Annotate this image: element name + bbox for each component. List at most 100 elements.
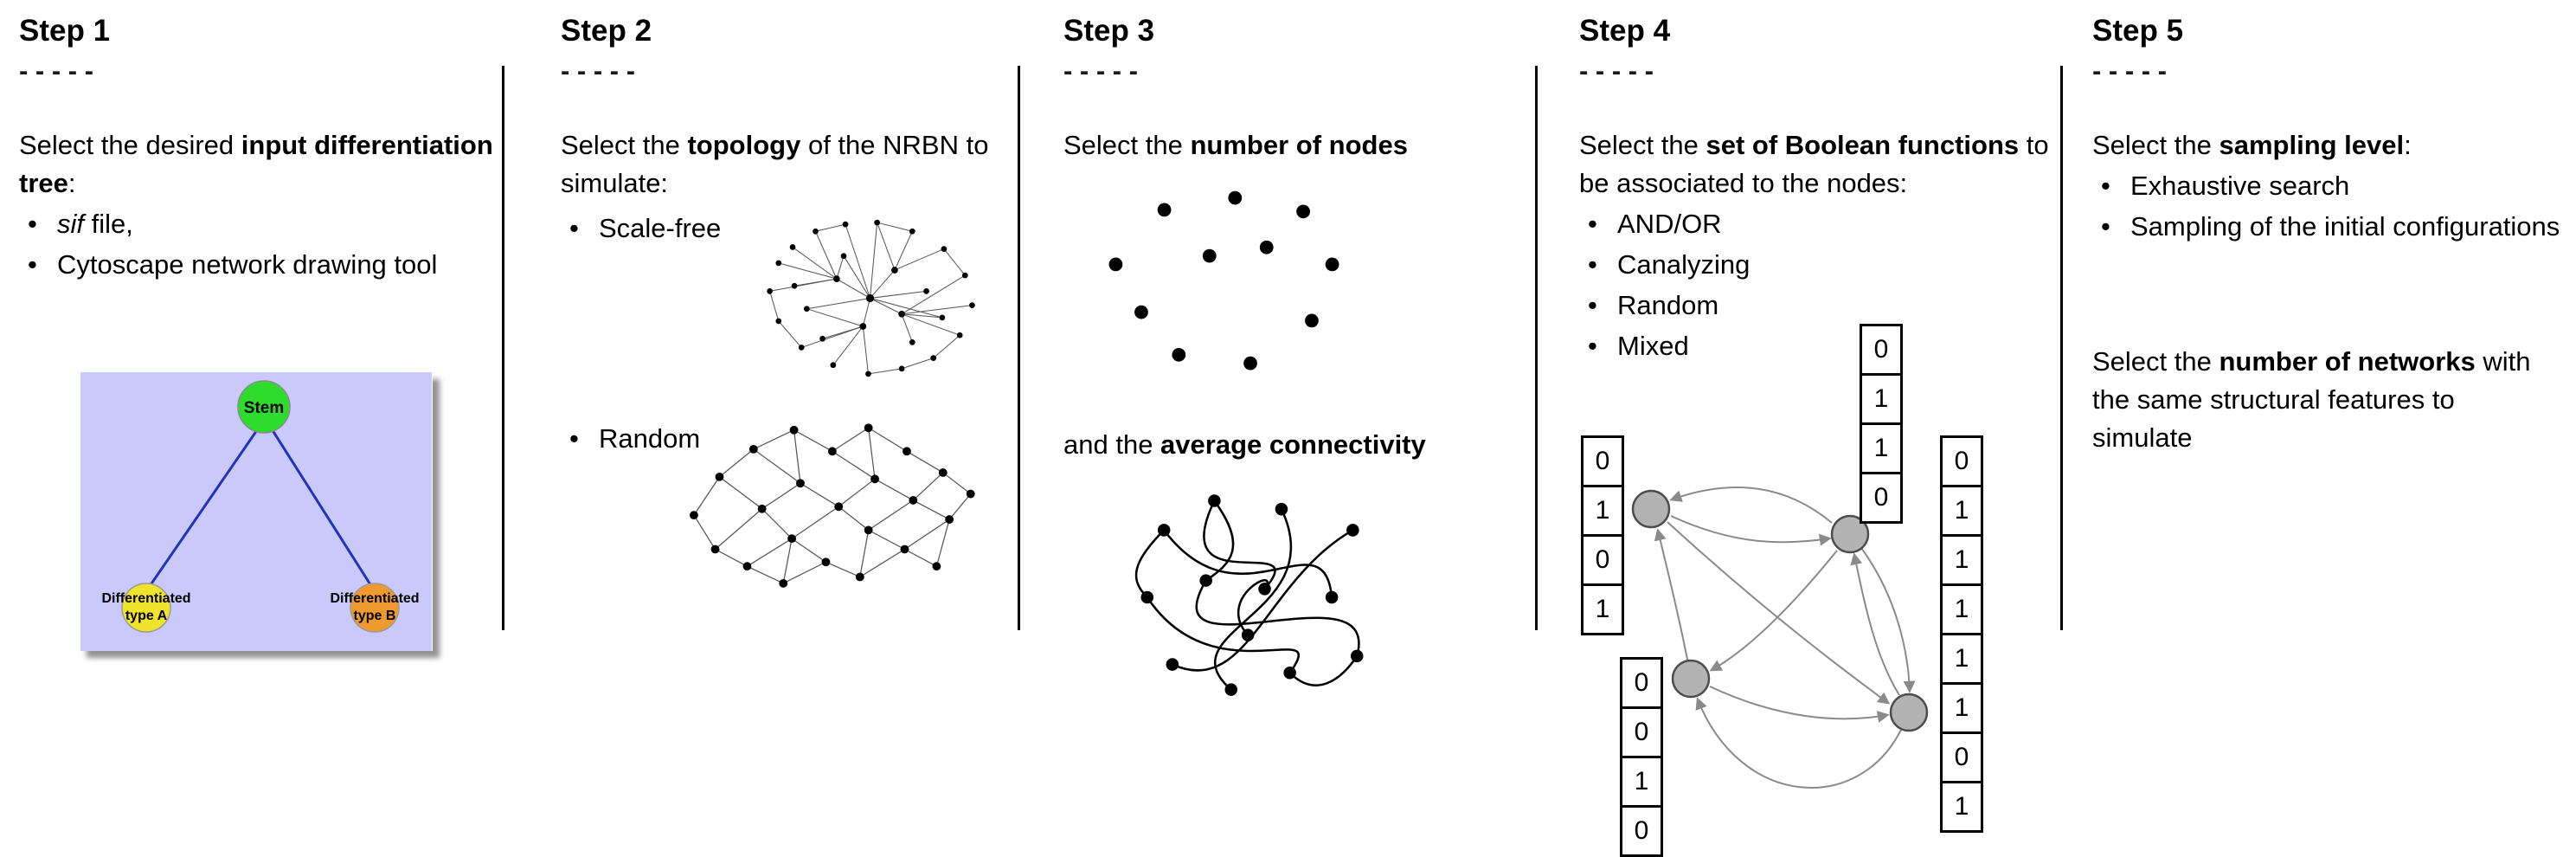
boolean-network-illustration [1579,286,2059,851]
bullet-icon: • [1588,290,1597,321]
step-1-intro: Select the desired input differentiation… [19,126,504,203]
text-segment: and the [1063,429,1161,460]
text-segment: of the NRBN to simulate: [561,130,989,199]
text-segment-bold: input differentiation tree [19,130,493,199]
truth-table-cell: 1 [1581,485,1624,537]
text-segment-bold: set of Boolean functions [1706,130,2020,160]
step-1-title: Step 1 [19,14,111,48]
column-divider [1535,66,1538,630]
tree-edge-a [146,427,260,590]
list-item-label: Scale-free [599,213,722,244]
differentiation-tree-svg: Stem Differentiated type A Differentiate… [80,372,432,651]
column-divider [1018,66,1020,630]
text-segment-bold: topology [687,130,801,160]
truth-table-cell: 0 [1581,435,1624,487]
bullet-icon: • [28,209,37,240]
step-5-title: Step 5 [2092,14,2184,48]
step-3-title: Step 3 [1063,14,1155,48]
text-segment: Select the [2092,130,2219,160]
text-segment: with the same structural features to sim… [2092,346,2531,454]
tangle-edges [1134,499,1360,691]
text-segment: Select the desired [19,130,241,160]
truth-table-cell: 0 [1620,657,1663,709]
column-divider [2060,66,2063,630]
bullet-icon: • [2101,171,2110,202]
scale-free-network-illustration [738,209,1002,387]
gene-node [1671,659,1711,699]
text-segment: to be associated to the nodes: [1579,130,2049,199]
text-segment: Select the [1579,130,1706,160]
step-1-column: Step 1 - - - - - Select the desired inpu… [19,0,504,851]
type-b-label-line1: Differentiated [330,591,419,606]
step-2-title: Step 2 [561,14,652,48]
stem-node [237,380,291,434]
column-divider [502,66,504,630]
truth-table-cell: 0 [1940,435,1983,487]
text-segment: : [2404,130,2412,160]
text-segment-bold: number of nodes [1190,130,1408,160]
list-item-label: sif file, [57,205,504,243]
list-item-label: Canalyzing [1617,249,1751,280]
step-5-networks-text: Select the number of networks with the s… [2092,343,2541,457]
gene-node [1631,489,1671,529]
list-item-sif-file: • sif file, [19,205,504,243]
nodes-dots-svg [1108,190,1339,371]
step-2-column: Step 2 - - - - - Select the topology of … [561,0,1015,851]
step-5-column: Step 5 - - - - - Select the sampling lev… [2092,0,2564,851]
bullet-icon: • [1588,249,1597,280]
truth-table-cell: 1 [1860,422,1903,474]
truth-table-cell: 1 [1581,583,1624,635]
bullet-icon: • [2101,211,2110,242]
boolean-network-svg [1631,486,1929,789]
list-item-sampling-initial-configurations: • Sampling of the initial configurations [2092,208,2564,246]
text-segment-bold: sampling level [2219,130,2405,160]
truth-table-cell: 1 [1620,756,1663,808]
boolean-network-nodes [1631,489,1929,732]
scale-free-nodes [767,219,975,377]
stem-label: Stem [244,399,284,417]
truth-table-cell: 0 [1620,805,1663,857]
random-network-illustration [663,390,985,602]
text-segment-italic: sif [57,209,84,240]
step-5-dashes: - - - - - [2092,55,2168,86]
list-item-exhaustive-search: • Exhaustive search [2092,167,2564,205]
list-item-label: Exhaustive search [2130,171,2350,202]
truth-table-cell: 1 [1940,633,1983,685]
text-segment: Select the [2092,346,2219,377]
truth-table-cell: 0 [1860,324,1903,376]
gene-node [1889,693,1929,732]
random-network-nodes [690,423,975,588]
step-2-intro: Select the topology of the NRBN to simul… [561,126,1015,203]
truth-table-cell: 0 [1620,706,1663,758]
step-3-intro: Select the number of nodes [1063,126,1535,164]
step-2-dashes: - - - - - [561,55,636,86]
bullet-icon: • [1588,209,1597,240]
bullet-icon: • [1588,331,1597,362]
truth-table-cell: 1 [1860,373,1903,425]
truth-table-cell: 0 [1940,731,1983,783]
connectivity-tangle-svg [1134,494,1364,696]
list-item-cytoscape: • Cytoscape network drawing tool [19,246,504,284]
step-3-column: Step 3 - - - - - Select the number of no… [1063,0,1535,851]
step-1-dashes: - - - - - [19,55,94,86]
type-a-node [121,583,171,633]
differentiation-tree-illustration: Stem Differentiated type A Differentiate… [80,372,433,651]
list-item-mixed: • Mixed [1579,327,2057,365]
type-b-label-line2: type B [354,609,396,623]
type-a-label-line1: Differentiated [101,591,190,606]
list-item-label: Mixed [1617,331,1689,362]
truth-table-cell: 0 [1581,534,1624,586]
connectivity-tangle-illustration [1114,467,1391,727]
text-segment: Select the [561,130,688,160]
random-network-svg [690,423,975,588]
list-item-random-functions: • Random [1579,287,2057,325]
truth-table-cell: 0 [1860,472,1903,524]
tree-edge-b [269,427,375,590]
truth-table-cell: 1 [1940,583,1983,635]
gene-node [1830,514,1870,554]
bullet-icon: • [569,213,579,244]
type-b-node [350,583,400,633]
